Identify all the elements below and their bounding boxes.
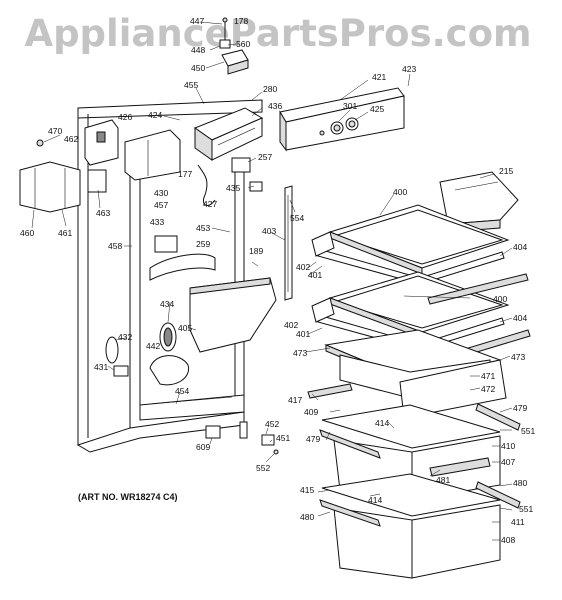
thermostat-knob-assembly [219,17,249,75]
shelf-brackets-402 [311,231,335,323]
callout-447: 447 [190,16,204,26]
callout-442: 442 [146,341,160,351]
callout-404-upper: 404 [513,242,527,252]
callout-560: 560 [236,39,250,49]
callout-177: 177 [178,169,192,179]
callout-431: 431 [94,362,108,372]
light-shield-259 [149,253,216,281]
callout-178: 178 [234,16,248,26]
callout-472: 472 [481,384,495,394]
callout-435: 435 [226,183,240,193]
callout-301: 301 [343,101,357,111]
callout-480-right: 480 [513,478,527,488]
callout-405: 405 [178,323,192,333]
callout-189: 189 [249,246,263,256]
callout-402-lower: 402 [284,320,298,330]
callout-407: 407 [501,457,515,467]
callout-415: 415 [300,485,314,495]
callout-463: 463 [96,208,110,218]
fan-motor-parts [105,235,190,386]
callout-280: 280 [263,84,277,94]
callout-451: 451 [276,433,290,443]
callout-414-lower: 414 [368,495,382,505]
wire-harness-177 [197,157,263,206]
callout-400-lower: 401 [296,329,310,339]
callout-554: 554 [290,213,304,223]
callout-414-upper: 414 [375,418,389,428]
callout-402-upper: 402 [296,262,310,272]
callout-480-left: 480 [300,512,314,522]
drawer-slide-rails [307,383,521,527]
control-housing-436 [193,107,264,161]
callout-609: 609 [196,442,210,452]
callout-410: 410 [501,441,515,451]
callout-458: 458 [108,241,122,251]
callout-551-upper: 551 [521,426,535,436]
callout-455: 455 [184,80,198,90]
callout-479-left: 479 [306,434,320,444]
refrigerator-liner [76,99,263,453]
callout-453: 453 [196,223,210,233]
callout-460: 460 [20,228,34,238]
callout-454: 454 [175,386,189,396]
callout-400-upper: 401 [308,270,322,280]
callout-461: 461 [58,228,72,238]
callout-470: 470 [48,126,62,136]
control-panel-421 [279,87,405,152]
callout-436: 436 [268,101,282,111]
small-hardware [205,421,279,455]
callout-433: 433 [150,217,164,227]
callout-426: 426 [118,112,132,122]
callout-462: 462 [64,134,78,144]
shelf-support-rail-403 [284,185,293,301]
leader-lines [31,21,513,541]
callout-479-right: 479 [513,403,527,413]
callout-473-left: 473 [293,348,307,358]
watermark-logo: AppliancePartsPros.com [24,12,532,55]
crisper-drawer-lower-408 [321,473,501,579]
callout-401-upper: 400 [393,187,407,197]
callout-409: 409 [304,407,318,417]
callout-434: 434 [160,299,174,309]
callout-259: 259 [196,239,210,249]
evaporator-cover-405 [189,277,277,353]
callout-427: 427 [203,199,217,209]
callout-401-lower: 400 [493,294,507,304]
callout-424: 424 [148,110,162,120]
callout-452: 452 [265,419,279,429]
callout-432: 432 [118,332,132,342]
callout-425: 425 [370,104,384,114]
callout-430: 430 [154,188,168,198]
callout-labels: 447 178 560 448 450 455 280 421 423 436 … [20,16,535,545]
light-socket-assembly [19,139,107,213]
callout-404-lower: 404 [513,313,527,323]
callout-551-lower: 551 [519,504,533,514]
callout-473-right: 473 [511,352,525,362]
fan-shroud-426 [84,119,181,181]
callout-448: 448 [191,45,205,55]
callout-450: 450 [191,63,205,73]
callout-408: 408 [501,535,515,545]
callout-421: 421 [372,72,386,82]
art-number-caption: (ART NO. WR18274 C4) [78,492,178,502]
callout-215: 215 [499,166,513,176]
callout-403: 403 [262,226,276,236]
callout-411: 411 [511,517,525,527]
callout-481: 481 [436,475,450,485]
crisper-pan-cover-471 [324,329,507,419]
callout-552: 552 [256,463,270,473]
callout-457: 457 [154,200,168,210]
callout-423: 423 [402,64,416,74]
callout-257: 257 [258,152,272,162]
callout-471: 471 [481,371,495,381]
callout-417: 417 [288,395,302,405]
